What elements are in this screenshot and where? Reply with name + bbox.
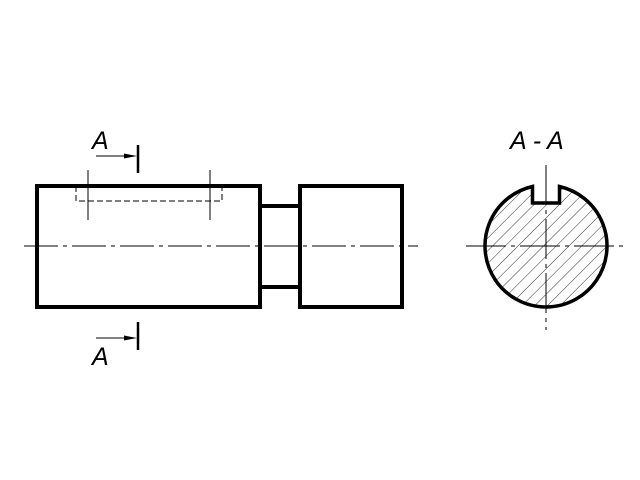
section-mark-top: A: [90, 127, 140, 173]
section-mark-bottom: A: [90, 322, 140, 371]
keyway-hidden-outline: [75, 186, 223, 202]
side-view: [24, 170, 418, 309]
section-view: A - A: [466, 127, 627, 330]
section-title: A - A: [508, 127, 564, 155]
arrow-icon: [124, 335, 137, 341]
arrow-icon: [124, 153, 137, 159]
section-label-top: A: [90, 127, 109, 155]
section-label-bottom: A: [90, 343, 109, 371]
